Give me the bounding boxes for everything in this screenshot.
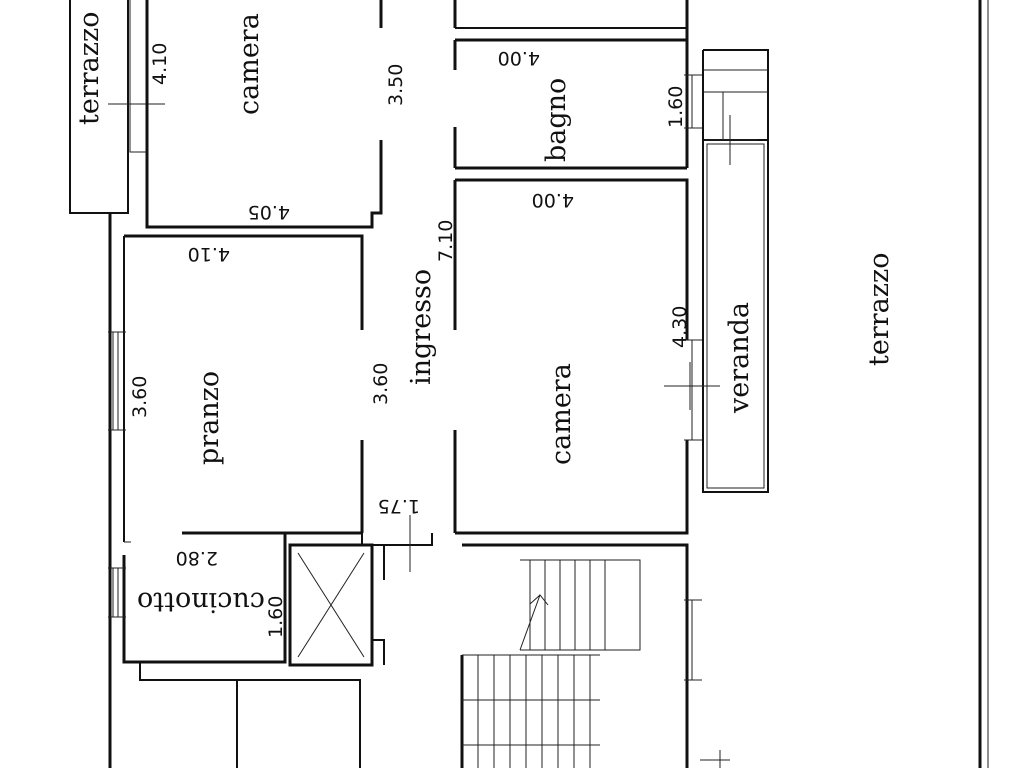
- ingresso-bottom-wall: [361, 533, 433, 546]
- stairwell-outline: [460, 543, 689, 768]
- bottom-right-marks: [700, 750, 730, 768]
- window-bagno: [684, 74, 702, 129]
- veranda-top-block-lines: [703, 69, 768, 140]
- room-label-terrazzo-top: terrazzo: [74, 12, 105, 125]
- window-cucinotto: [108, 567, 126, 618]
- dim-4-00-camera: 4.00: [532, 189, 574, 211]
- dim-4-10-terrace: 4.10: [149, 43, 171, 85]
- dim-7-10: 7.10: [435, 220, 457, 262]
- dim-1-60-cucinotto: 1.60: [265, 596, 287, 638]
- room-labels: terrazzo camera bagno ingresso pranzo ca…: [74, 12, 895, 617]
- terrace-top-left-inner: [129, 0, 147, 153]
- camera-middle-bottom-wall: [455, 440, 689, 535]
- stair-treads-lower: [462, 654, 600, 768]
- room-label-ingresso: ingresso: [406, 269, 437, 385]
- room-label-camera-top: camera: [234, 13, 265, 115]
- dim-2-80: 2.80: [176, 547, 218, 569]
- veranda-inner: [706, 143, 765, 489]
- window-camera-middle: [684, 339, 702, 441]
- dim-4-05: 4.05: [248, 201, 290, 223]
- camera-top-walls: [145, 0, 383, 229]
- room-label-cucinotto: cucinotto: [137, 586, 265, 617]
- storage-block: [236, 679, 361, 768]
- cucinotto-inner: [109, 662, 285, 768]
- elevator-shaft: [288, 543, 374, 667]
- walls: [69, 0, 989, 768]
- room-label-bagno: bagno: [541, 78, 572, 162]
- cucinotto-outline: [122, 533, 287, 664]
- veranda-top-block: [702, 49, 769, 140]
- elevator-side: [372, 544, 385, 665]
- room-label-pranzo: pranzo: [194, 371, 225, 465]
- stair-treads-upper: [520, 559, 641, 651]
- stair-arrow: [519, 593, 549, 651]
- dim-4-30: 4.30: [669, 306, 691, 348]
- dimension-labels: 4.10 3.50 4.00 1.60 4.05 4.00 4.10 7.10 …: [129, 43, 691, 638]
- window-left-pranzo: [108, 331, 126, 431]
- dim-1-60-bagno: 1.60: [665, 86, 687, 128]
- room-label-camera-middle: camera: [546, 363, 577, 465]
- dim-1-75: 1.75: [378, 495, 420, 517]
- dim-4-10-pranzo: 4.10: [188, 243, 230, 265]
- stairs: [460, 543, 702, 768]
- room-label-terrazzo-right: terrazzo: [864, 253, 895, 366]
- dim-3-60-left: 3.60: [129, 376, 151, 418]
- stair-window: [684, 599, 702, 681]
- dim-3-50: 3.50: [385, 64, 407, 106]
- pranzo-top-wall: [124, 234, 364, 330]
- dim-3-60-mid: 3.60: [370, 363, 392, 405]
- terrace-top-left-outline: [69, 0, 129, 214]
- dim-4-00-bagno: 4.00: [498, 47, 540, 69]
- room-label-veranda: veranda: [724, 302, 755, 414]
- camera-middle-top-wall: [455, 178, 689, 340]
- elevator-cross: [297, 552, 365, 658]
